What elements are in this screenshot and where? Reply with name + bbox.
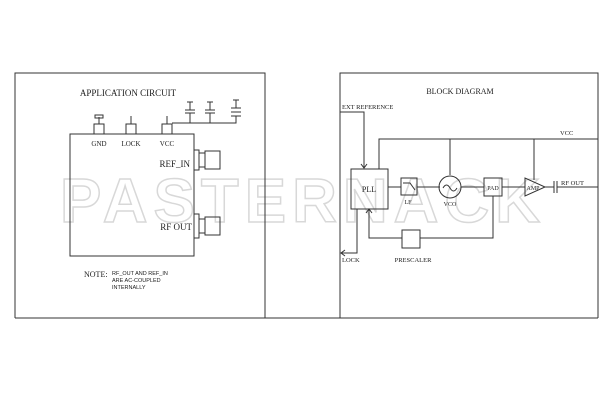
lock-pin bbox=[125, 116, 137, 135]
application-circuit-panel: APPLICATION CIRCUIT GND LOCK VCC REF_IN bbox=[14, 72, 598, 319]
pin-label-gnd: GND bbox=[91, 140, 106, 148]
pin-label-vcc: VCC bbox=[160, 140, 175, 148]
application-title: APPLICATION CIRCUIT bbox=[80, 88, 177, 98]
rf-out-connector bbox=[193, 213, 221, 239]
watermark: PASTERNACK bbox=[60, 167, 540, 236]
amp-label: AMP bbox=[526, 186, 540, 192]
pad-label: PAD bbox=[487, 186, 499, 192]
amp-symbol bbox=[524, 177, 547, 197]
lf-label: LF bbox=[404, 200, 412, 206]
block-title: BLOCK DIAGRAM bbox=[426, 87, 493, 96]
note-line: ARE AC-COUPLED bbox=[112, 278, 161, 284]
vcc-pin bbox=[161, 116, 173, 135]
note-label: NOTE: bbox=[84, 270, 108, 279]
vco-label: VCO bbox=[444, 202, 457, 208]
ref-in-connector bbox=[193, 149, 221, 171]
pin-label-lock: LOCK bbox=[121, 140, 140, 148]
prescaler-block bbox=[401, 229, 421, 249]
vcc-label: VCC bbox=[560, 130, 573, 137]
ref-in-label: REF_IN bbox=[159, 159, 190, 169]
decoupling-capacitors bbox=[172, 99, 241, 124]
pll-label: PLL bbox=[362, 185, 376, 194]
note-line: INTERNALLY bbox=[112, 285, 146, 291]
lock-output-label: LOCK bbox=[342, 257, 360, 264]
note-line: RF_OUT AND REF_IN bbox=[112, 271, 168, 277]
gnd-pin bbox=[93, 114, 105, 135]
rf-out-output-label: RF OUT bbox=[561, 180, 584, 187]
block-diagram-panel: BLOCK DIAGRAM EXT REFERENCE VCC PLL LF V… bbox=[339, 72, 599, 318]
ext-reference-label: EXT REFERENCE bbox=[342, 104, 393, 111]
rf-out-label: RF OUT bbox=[160, 222, 192, 232]
prescaler-label: PRESCALER bbox=[395, 257, 433, 264]
